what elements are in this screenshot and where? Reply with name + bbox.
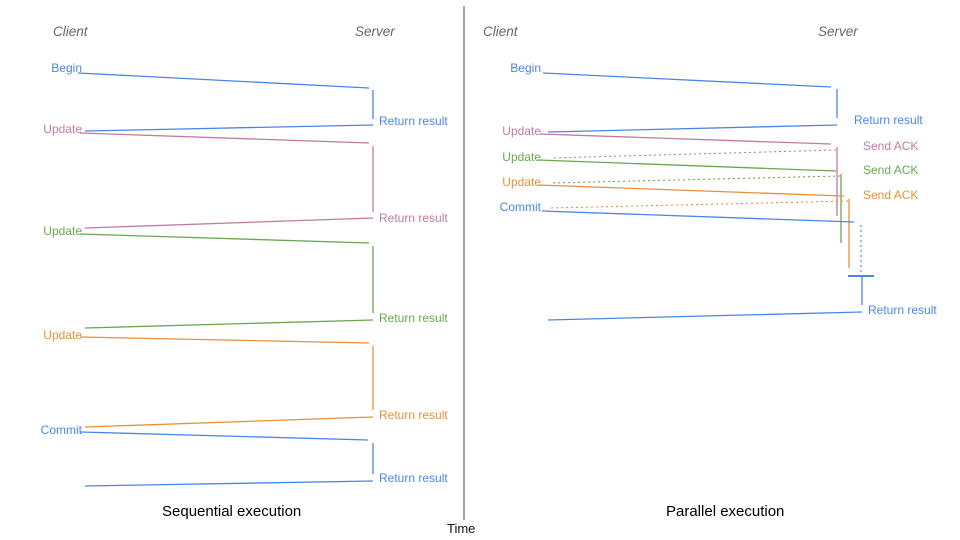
commit-request-arrow bbox=[541, 210, 855, 223]
return-result-label: Return result bbox=[379, 408, 448, 422]
message-label-update: Update bbox=[43, 122, 82, 136]
return-result-arrow bbox=[84, 480, 374, 487]
message-label-update: Update bbox=[502, 150, 541, 164]
return-result-label: Return result bbox=[379, 114, 448, 128]
message-label-commit: Commit bbox=[499, 200, 541, 214]
ack-dotted-arrow bbox=[551, 149, 837, 159]
message-label-update: Update bbox=[502, 175, 541, 189]
return-result-arrow bbox=[547, 124, 838, 133]
return-result-arrow bbox=[547, 311, 863, 321]
client-header: Client bbox=[483, 24, 518, 39]
return-result-label: Return result bbox=[379, 471, 448, 485]
return-result-label: Return result bbox=[379, 211, 448, 225]
update-request-arrow bbox=[537, 184, 845, 197]
message-label-update: Update bbox=[502, 124, 541, 138]
update-request-arrow bbox=[539, 133, 832, 145]
message-label-update: Update bbox=[43, 224, 82, 238]
sequential-diagram-lines bbox=[77, 72, 374, 487]
return-result-arrow bbox=[84, 319, 374, 329]
sequential-caption: Sequential execution bbox=[162, 503, 302, 520]
return-result-label: Return result bbox=[379, 311, 448, 325]
commit-request-arrow bbox=[79, 431, 369, 441]
update-request-arrow bbox=[537, 159, 837, 172]
send-ack-label: Send ACK bbox=[863, 163, 919, 177]
parallel-diagram-lines bbox=[537, 72, 874, 321]
ack-dotted-arrow bbox=[550, 200, 849, 209]
message-label-begin: Begin bbox=[510, 61, 541, 75]
return-result-arrow bbox=[84, 217, 374, 229]
update-request-arrow bbox=[79, 132, 370, 144]
begin-request-arrow bbox=[77, 72, 370, 89]
client-header: Client bbox=[53, 24, 88, 39]
message-label-update: Update bbox=[43, 328, 82, 342]
return-result-arrow bbox=[84, 124, 374, 132]
ack-dotted-arrow bbox=[550, 175, 841, 184]
send-ack-label: Send ACK bbox=[863, 188, 919, 202]
update-request-arrow bbox=[79, 336, 370, 344]
return-result-arrow bbox=[84, 416, 374, 428]
update-request-arrow bbox=[79, 233, 370, 244]
server-header: Server bbox=[818, 24, 858, 39]
return-result-label: Return result bbox=[854, 113, 923, 127]
message-label-begin: Begin bbox=[51, 61, 82, 75]
time-axis-label: Time bbox=[447, 521, 476, 536]
parallel-caption: Parallel execution bbox=[666, 503, 785, 520]
message-label-commit: Commit bbox=[40, 423, 82, 437]
send-ack-label: Send ACK bbox=[863, 139, 919, 153]
begin-request-arrow bbox=[542, 72, 832, 88]
return-result-label: Return result bbox=[868, 303, 937, 317]
server-header: Server bbox=[355, 24, 395, 39]
